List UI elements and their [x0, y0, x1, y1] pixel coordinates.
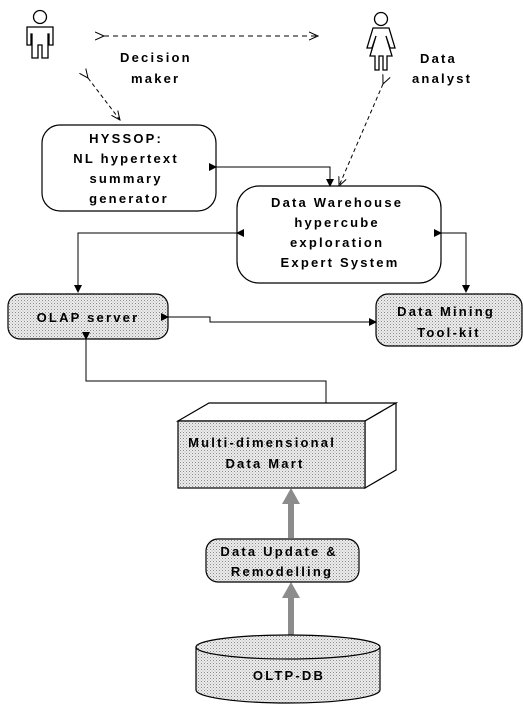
- oltp-db-label: OLTP-DB: [253, 668, 325, 683]
- data-analyst-label: Data analyst: [412, 51, 472, 86]
- data-update-box: [205, 538, 360, 583]
- olap-datamart-link: [82, 332, 330, 419]
- decision-maker-icon: [26, 9, 54, 59]
- decision-maker-hyssop-link: [88, 78, 120, 120]
- datamart-label: Multi-dimensional Data Mart: [188, 435, 342, 471]
- oltp-db-cylinder: [195, 634, 381, 704]
- datamart-box: [175, 401, 399, 490]
- dw-expert-system-label: Data Warehouse hypercube exploration Exp…: [271, 195, 409, 270]
- expert-olap-link: [74, 229, 244, 293]
- hyssop-label: HYSSOP: NL hypertext summary generator: [73, 131, 184, 206]
- olap-datamining-link: [161, 313, 377, 326]
- data-analyst-icon: [366, 11, 396, 71]
- analyst-expert-link: [339, 84, 383, 186]
- expert-datamining-link: [434, 229, 470, 293]
- olap-server-label: OLAP server: [37, 310, 140, 325]
- update-to-datamart-arrow: [282, 488, 300, 538]
- data-mining-label: Data Mining Tool-kit: [397, 304, 501, 340]
- data-update-label: Data Update & Remodelling: [220, 544, 343, 579]
- decision-maker-label: Decision maker: [120, 50, 198, 86]
- hyssop-expert-link: [209, 163, 334, 187]
- oltp-to-update-arrow: [282, 582, 300, 635]
